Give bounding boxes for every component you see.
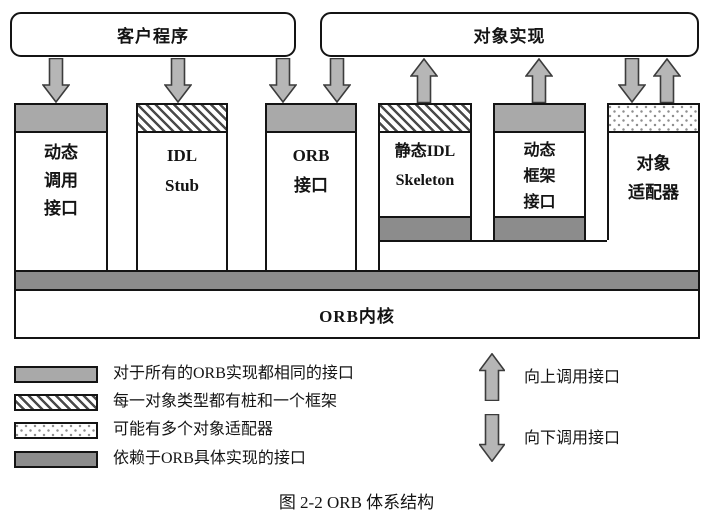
downcall-interface-label: 向下调用接口	[524, 430, 621, 447]
dynamic-skeleton-interface-box: 动态 框架 接口	[493, 103, 586, 240]
legend-label-stub-skeleton: 每一对象类型都有桩和一个框架	[113, 393, 338, 410]
figure-caption: 图 2-2 ORB 体系结构	[278, 493, 435, 512]
down-arrow-icon	[323, 58, 351, 103]
orb-core-box: ORB内核	[14, 291, 700, 339]
down-arrow-icon	[42, 58, 70, 103]
legend-swatch-common	[14, 366, 98, 383]
up-arrow-icon	[525, 58, 553, 103]
orb-dependent-interface-band	[14, 270, 700, 291]
orb-core-label: ORB内核	[319, 306, 395, 326]
legend-swatch-adapter	[14, 422, 98, 439]
dynamic-invocation-interface-box: 动态 调用 接口	[14, 103, 108, 270]
legend-label-common: 对于所有的ORB实现都相同的接口	[113, 365, 354, 382]
orb-dependent-band	[495, 216, 584, 240]
down-arrow-icon	[269, 58, 297, 103]
orb-dependent-band	[380, 216, 470, 240]
orb-interface-box: ORB 接口	[265, 103, 357, 270]
orb-interface-label: ORB 接口	[292, 146, 330, 195]
legend-swatch-orb-dependent	[14, 451, 98, 468]
object-implementation-label: 对象实现	[473, 27, 546, 46]
multiple-adapters-band	[607, 103, 700, 133]
legend-label-adapter: 可能有多个对象适配器	[113, 421, 274, 438]
client-program-label: 客户程序	[117, 27, 189, 46]
down-arrow-icon	[479, 414, 505, 462]
idl-stub-box: IDL Stub	[136, 103, 228, 270]
up-arrow-icon	[479, 353, 505, 401]
object-implementation-box: 对象实现	[320, 12, 699, 57]
common-interface-band	[495, 105, 584, 133]
object-adapter-box: 对象 适配器	[607, 133, 700, 240]
stub-skeleton-band	[380, 105, 470, 133]
up-arrow-icon	[653, 58, 681, 103]
idl-stub-label: IDL Stub	[164, 146, 200, 195]
object-adapter-label: 对象 适配器	[628, 154, 679, 202]
common-interface-band	[16, 105, 106, 133]
dynamic-invocation-interface-label: 动态 调用 接口	[44, 143, 78, 218]
client-program-box: 客户程序	[10, 12, 296, 57]
common-interface-band	[267, 105, 355, 133]
static-idl-skeleton-box: 静态IDL Skeleton	[378, 103, 472, 240]
stub-skeleton-band	[138, 105, 226, 133]
dynamic-skeleton-interface-label: 动态 框架 接口	[523, 142, 556, 211]
object-adapter-base	[607, 240, 700, 270]
upcall-interface-label: 向上调用接口	[524, 369, 621, 386]
object-adapter-arm	[378, 240, 607, 270]
down-arrow-icon	[164, 58, 192, 103]
down-arrow-icon	[618, 58, 646, 103]
legend-swatch-stub-skeleton	[14, 394, 98, 411]
up-arrow-icon	[410, 58, 438, 103]
static-idl-skeleton-label: 静态IDL Skeleton	[394, 143, 456, 189]
legend-label-orb-dependent: 依赖于ORB具体实现的接口	[113, 450, 306, 467]
